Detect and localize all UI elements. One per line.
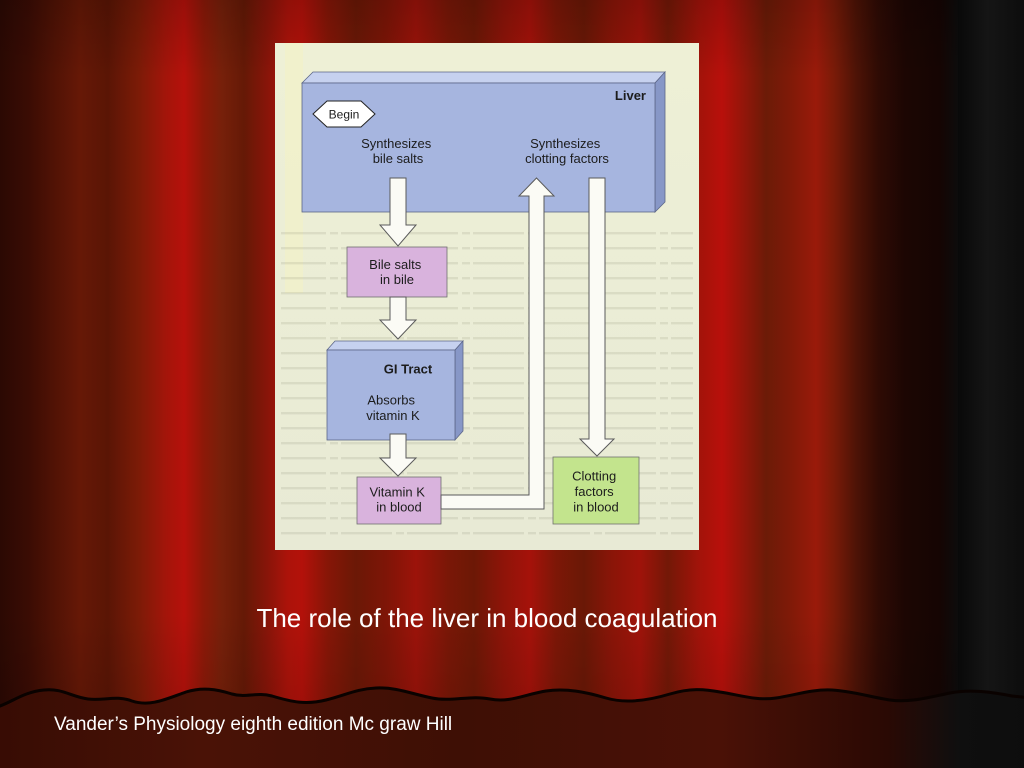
- vitamin-k-label: Vitamin K in blood: [369, 485, 428, 515]
- gi-tract-title: GI Tract: [384, 362, 433, 377]
- liver-title: Liver: [615, 88, 646, 103]
- gi-tract-action-label: Absorbs vitamin K: [366, 393, 420, 424]
- vitamin-k-box: Vitamin K in blood: [356, 476, 442, 525]
- gi-tract-box-side-face: [454, 339, 464, 442]
- clotting-synthesis-label: Synthesizes clotting factors: [525, 136, 609, 166]
- bile-salts-box: Bile salts in bile: [346, 246, 448, 298]
- curtain-dark-side-panel: [958, 0, 1024, 768]
- liver-box-side-face: [654, 70, 666, 213]
- curtain-bottom-edge: [0, 686, 1024, 768]
- bile-salts-box-shape: [346, 246, 448, 298]
- diagram-figure: Liver Begin Synthesizes bile salts Synth…: [275, 43, 699, 550]
- gi-tract-action-line: Absorbs: [367, 393, 415, 408]
- clotting-factors-box: Clotting factors in blood: [552, 456, 640, 525]
- arrow-liver-to-clotting-factors: [578, 177, 616, 457]
- liver-box-top-face: [301, 71, 666, 84]
- bile-salts-label: Bile salts in bile: [369, 257, 425, 287]
- gi-tract-box-top-face: [326, 340, 464, 351]
- arrow-vitamin-k-to-liver: [440, 177, 556, 510]
- bile-synthesis-line: bile salts: [373, 151, 424, 166]
- begin-marker: Begin: [312, 100, 376, 128]
- vitamin-k-line: Vitamin K: [369, 485, 425, 500]
- vitamin-k-line: in blood: [376, 500, 422, 515]
- gi-tract-box: GI Tract Absorbs vitamin K: [326, 339, 464, 442]
- clotting-factors-line: Clotting: [572, 469, 616, 484]
- slide-footer-citation: Vander’s Physiology eighth edition Mc gr…: [54, 714, 453, 735]
- bile-synthesis-line: Synthesizes: [361, 136, 432, 151]
- arrow-liver-to-bile-salts: [378, 177, 418, 247]
- gi-tract-box-front-face: [326, 349, 456, 441]
- arrow-bile-salts-to-gi-tract: [378, 296, 418, 340]
- clotting-factors-box-shape: [552, 456, 640, 525]
- curtain-hem: [0, 686, 1024, 768]
- clotting-factors-label: Clotting factors in blood: [572, 469, 620, 515]
- liver-box: Liver Begin Synthesizes bile salts Synth…: [301, 70, 666, 213]
- clotting-synthesis-line: clotting factors: [525, 151, 609, 166]
- arrow-gi-tract-to-vitamin-k: [378, 433, 418, 477]
- clotting-factors-line: factors: [575, 484, 615, 499]
- slide-caption: The role of the liver in blood coagulati…: [256, 603, 718, 633]
- bile-salts-line: Bile salts: [369, 257, 422, 272]
- clotting-synthesis-line: Synthesizes: [530, 136, 601, 151]
- flow-arrows: [378, 177, 616, 510]
- clotting-factors-line: in blood: [573, 500, 619, 515]
- liver-coagulation-flow-diagram: Liver Begin Synthesizes bile salts Synth…: [275, 43, 699, 550]
- begin-label: Begin: [329, 108, 360, 122]
- bile-salts-line: in bile: [380, 272, 414, 287]
- bile-synthesis-label: Synthesizes bile salts: [361, 136, 435, 166]
- gi-tract-action-line: vitamin K: [366, 408, 420, 423]
- begin-marker-shape: [312, 100, 376, 128]
